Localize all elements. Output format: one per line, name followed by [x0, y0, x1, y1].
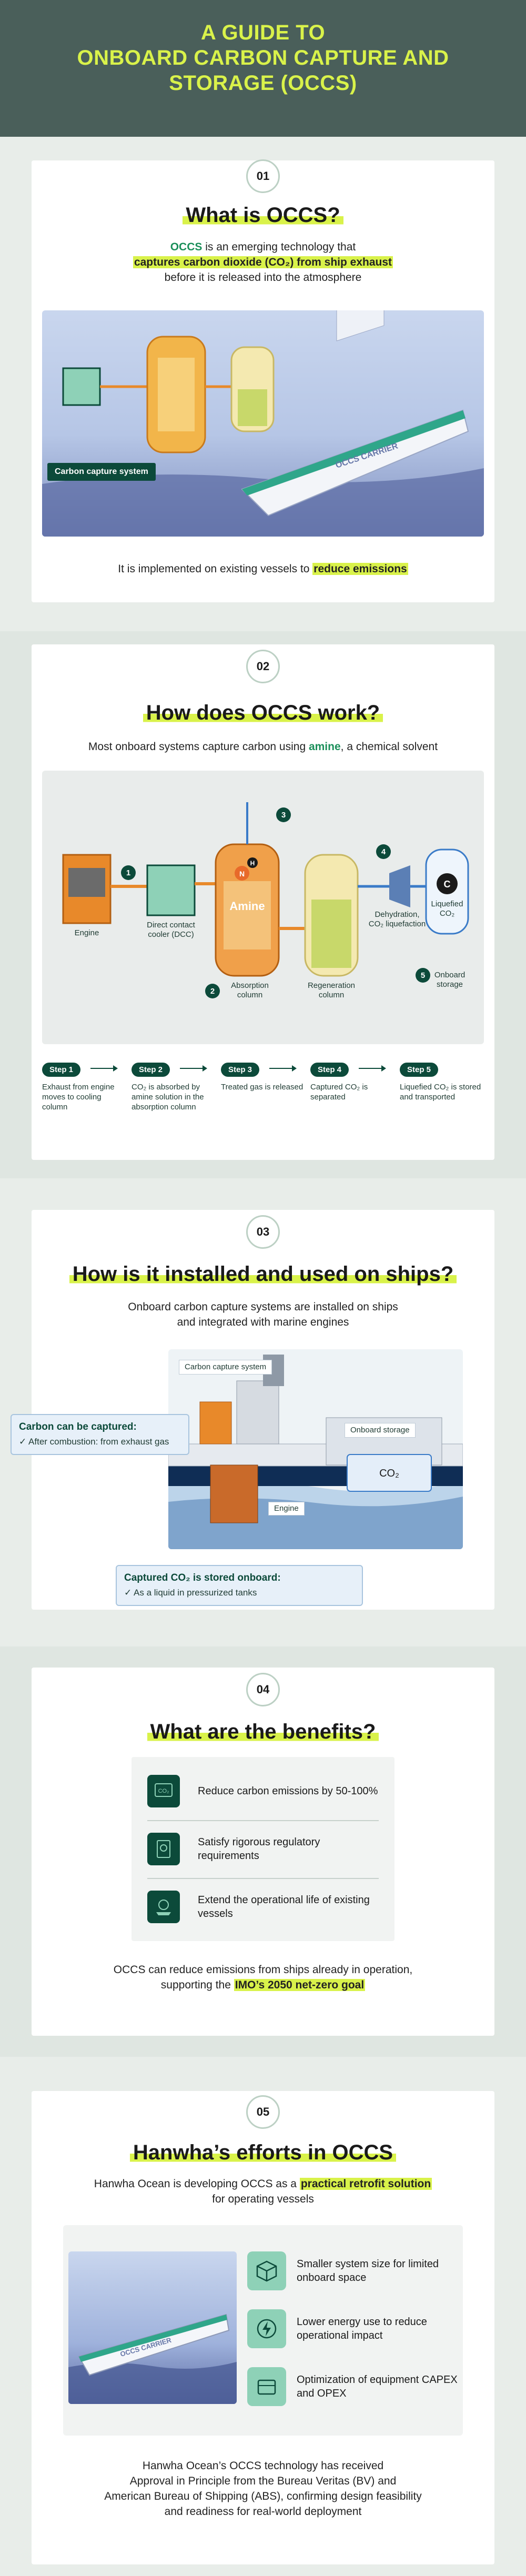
occs-term: OCCS: [170, 241, 203, 253]
step-5: Step 5 Liquefied CO₂ is stored and trans…: [400, 1063, 484, 1102]
regulation-icon: [147, 1833, 180, 1865]
section-installation: 03 How is it installed and used on ships…: [11, 1210, 494, 1610]
step-marker-3: 3: [276, 807, 291, 822]
effort-item-1: Smaller system size for limited onboard …: [247, 2251, 470, 2290]
section-hanwha-efforts: 05 Hanwha’s efforts in OCCS Hanwha Ocean…: [32, 2091, 494, 2564]
highlight-capture: captures carbon dioxide (CO₂) from ship …: [133, 256, 393, 268]
section-intro: Onboard carbon capture systems are insta…: [128, 1301, 398, 1328]
svg-text:C: C: [444, 879, 451, 890]
header-title-line-2: ONBOARD CARBON CAPTURE AND: [77, 46, 449, 69]
section-footnote: OCCS can reduce emissions from ships alr…: [113, 1964, 413, 1991]
label-onboard-storage: Onboard storage: [345, 1423, 416, 1438]
benefit-item-1: CO₂ Reduce carbon emissions by 50-100%: [147, 1765, 379, 1817]
section-footnote: Hanwha Ocean’s OCCS technology has recei…: [104, 2460, 422, 2518]
section-title: How is it installed and used on ships?: [32, 1262, 494, 1286]
benefit-item-3: Extend the operational life of existing …: [147, 1881, 379, 1933]
header-banner: A GUIDE TO ONBOARD CARBON CAPTURE AND ST…: [0, 0, 526, 137]
check-icon: ✓: [19, 1437, 29, 1447]
step-3: Step 3 Treated gas is released: [221, 1063, 305, 1092]
equipment-icon: [247, 2367, 286, 2406]
section-title: What is OCCS?: [32, 204, 494, 227]
highlight-reduce-emissions: reduce emissions: [312, 563, 408, 575]
step-4: Step 4 Captured CO₂ is separated: [310, 1063, 394, 1102]
label-dcc: Direct contact cooler (DCC): [147, 921, 195, 939]
section-intro: Most onboard systems capture carbon usin…: [88, 741, 438, 753]
section-number-badge: 03: [246, 1215, 280, 1249]
section-what-is-occs: 01 What is OCCS? OCCS is an emerging tec…: [32, 159, 494, 602]
section-title: Hanwha’s efforts in OCCS: [32, 2141, 494, 2165]
label-absorption-column: Absorption column: [231, 981, 269, 999]
ship-scene-svg: OCCS CARRIER: [42, 310, 484, 537]
label-onboard-storage: Onboard storage: [434, 971, 466, 989]
effort-item-2: Lower energy use to reduce operational i…: [247, 2309, 470, 2348]
effort-item-3: Optimization of equipment CAPEX and OPEX: [247, 2367, 470, 2406]
step-marker-1: 1: [121, 865, 136, 880]
ship-photo: OCCS CARRIER: [68, 2251, 237, 2404]
ship-cross-section: CO₂ Carbon capture system Onboard storag…: [168, 1349, 463, 1549]
step-marker-5: 5: [416, 968, 430, 983]
energy-icon: [247, 2309, 286, 2348]
section-benefits: 04 What are the benefits? CO₂ Reduce car…: [32, 1668, 494, 2036]
section-number-badge: 01: [246, 159, 280, 193]
section-number-badge: 04: [246, 1673, 280, 1706]
step-marker-4: 4: [376, 844, 391, 859]
svg-text:CO₂: CO₂: [379, 1468, 399, 1479]
benefits-list: CO₂ Reduce carbon emissions by 50-100% S…: [132, 1757, 394, 1941]
section-footnote: It is implemented on existing vessels to…: [118, 563, 408, 575]
cube-icon: [247, 2251, 286, 2290]
highlight-retrofit: practical retrofit solution: [299, 2178, 432, 2190]
header-title-line-3: STORAGE (OCCS): [169, 72, 357, 95]
check-icon: ✓: [124, 1588, 134, 1598]
ship-cross-section-svg: CO₂: [168, 1355, 463, 1549]
section-intro: Hanwha Ocean is developing OCCS as a pra…: [94, 2178, 432, 2205]
callout-stored-onboard: Captured CO₂ is stored onboard: ✓ As a l…: [116, 1565, 363, 1606]
process-diagram-svg: C N H Amine: [62, 802, 469, 977]
ship-life-icon: [147, 1891, 180, 1923]
svg-text:H: H: [250, 860, 255, 867]
section-number-badge: 02: [246, 650, 280, 683]
section-intro: OCCS is an emerging technology that capt…: [133, 241, 393, 284]
step-2: Step 2 CO₂ is absorbed by amine solution…: [132, 1063, 216, 1112]
callout-carbon-captured: Carbon can be captured: ✓ After combusti…: [11, 1414, 189, 1455]
section-number-badge: 05: [246, 2095, 280, 2129]
divider: [147, 1820, 379, 1821]
label-regeneration-column: Regeneration column: [307, 981, 356, 999]
step-marker-2: 2: [205, 984, 220, 998]
ship-photo-svg: OCCS CARRIER: [68, 2314, 237, 2404]
svg-text:Amine: Amine: [229, 900, 265, 913]
co2-reduction-icon: CO₂: [147, 1775, 180, 1807]
header-title-line-1: A GUIDE TO: [200, 21, 326, 44]
ship-illustration: OCCS CARRIER Carbon capture system: [42, 310, 484, 537]
svg-text:CO₂: CO₂: [158, 1788, 169, 1794]
section-title: What are the benefits?: [32, 1720, 494, 1744]
divider: [147, 1878, 379, 1879]
label-engine: Engine: [268, 1502, 305, 1516]
svg-text:N: N: [239, 870, 245, 878]
label-dehydration: Dehydration, CO₂ liquefaction: [368, 910, 426, 928]
step-1: Step 1 Exhaust from engine moves to cool…: [42, 1063, 126, 1112]
carbon-capture-system-label: Carbon capture system: [47, 463, 156, 481]
process-diagram: C N H Amine Engine Direct contact cooler…: [42, 771, 484, 1044]
section-how-does-occs-work: 02 How does OCCS work? Most onboard syst…: [32, 644, 494, 1160]
label-engine: Engine: [74, 928, 99, 937]
label-liquefied-co2: Liquefied CO₂: [431, 900, 463, 918]
efforts-panel: OCCS CARRIER Smaller system size for lim…: [63, 2225, 463, 2436]
highlight-imo-goal: IMO’s 2050 net-zero goal: [234, 1979, 366, 1991]
label-ccs: Carbon capture system: [179, 1360, 272, 1375]
section-title: How does OCCS work?: [32, 701, 494, 725]
benefit-item-2: Satisfy rigorous regulatory requirements: [147, 1823, 379, 1875]
